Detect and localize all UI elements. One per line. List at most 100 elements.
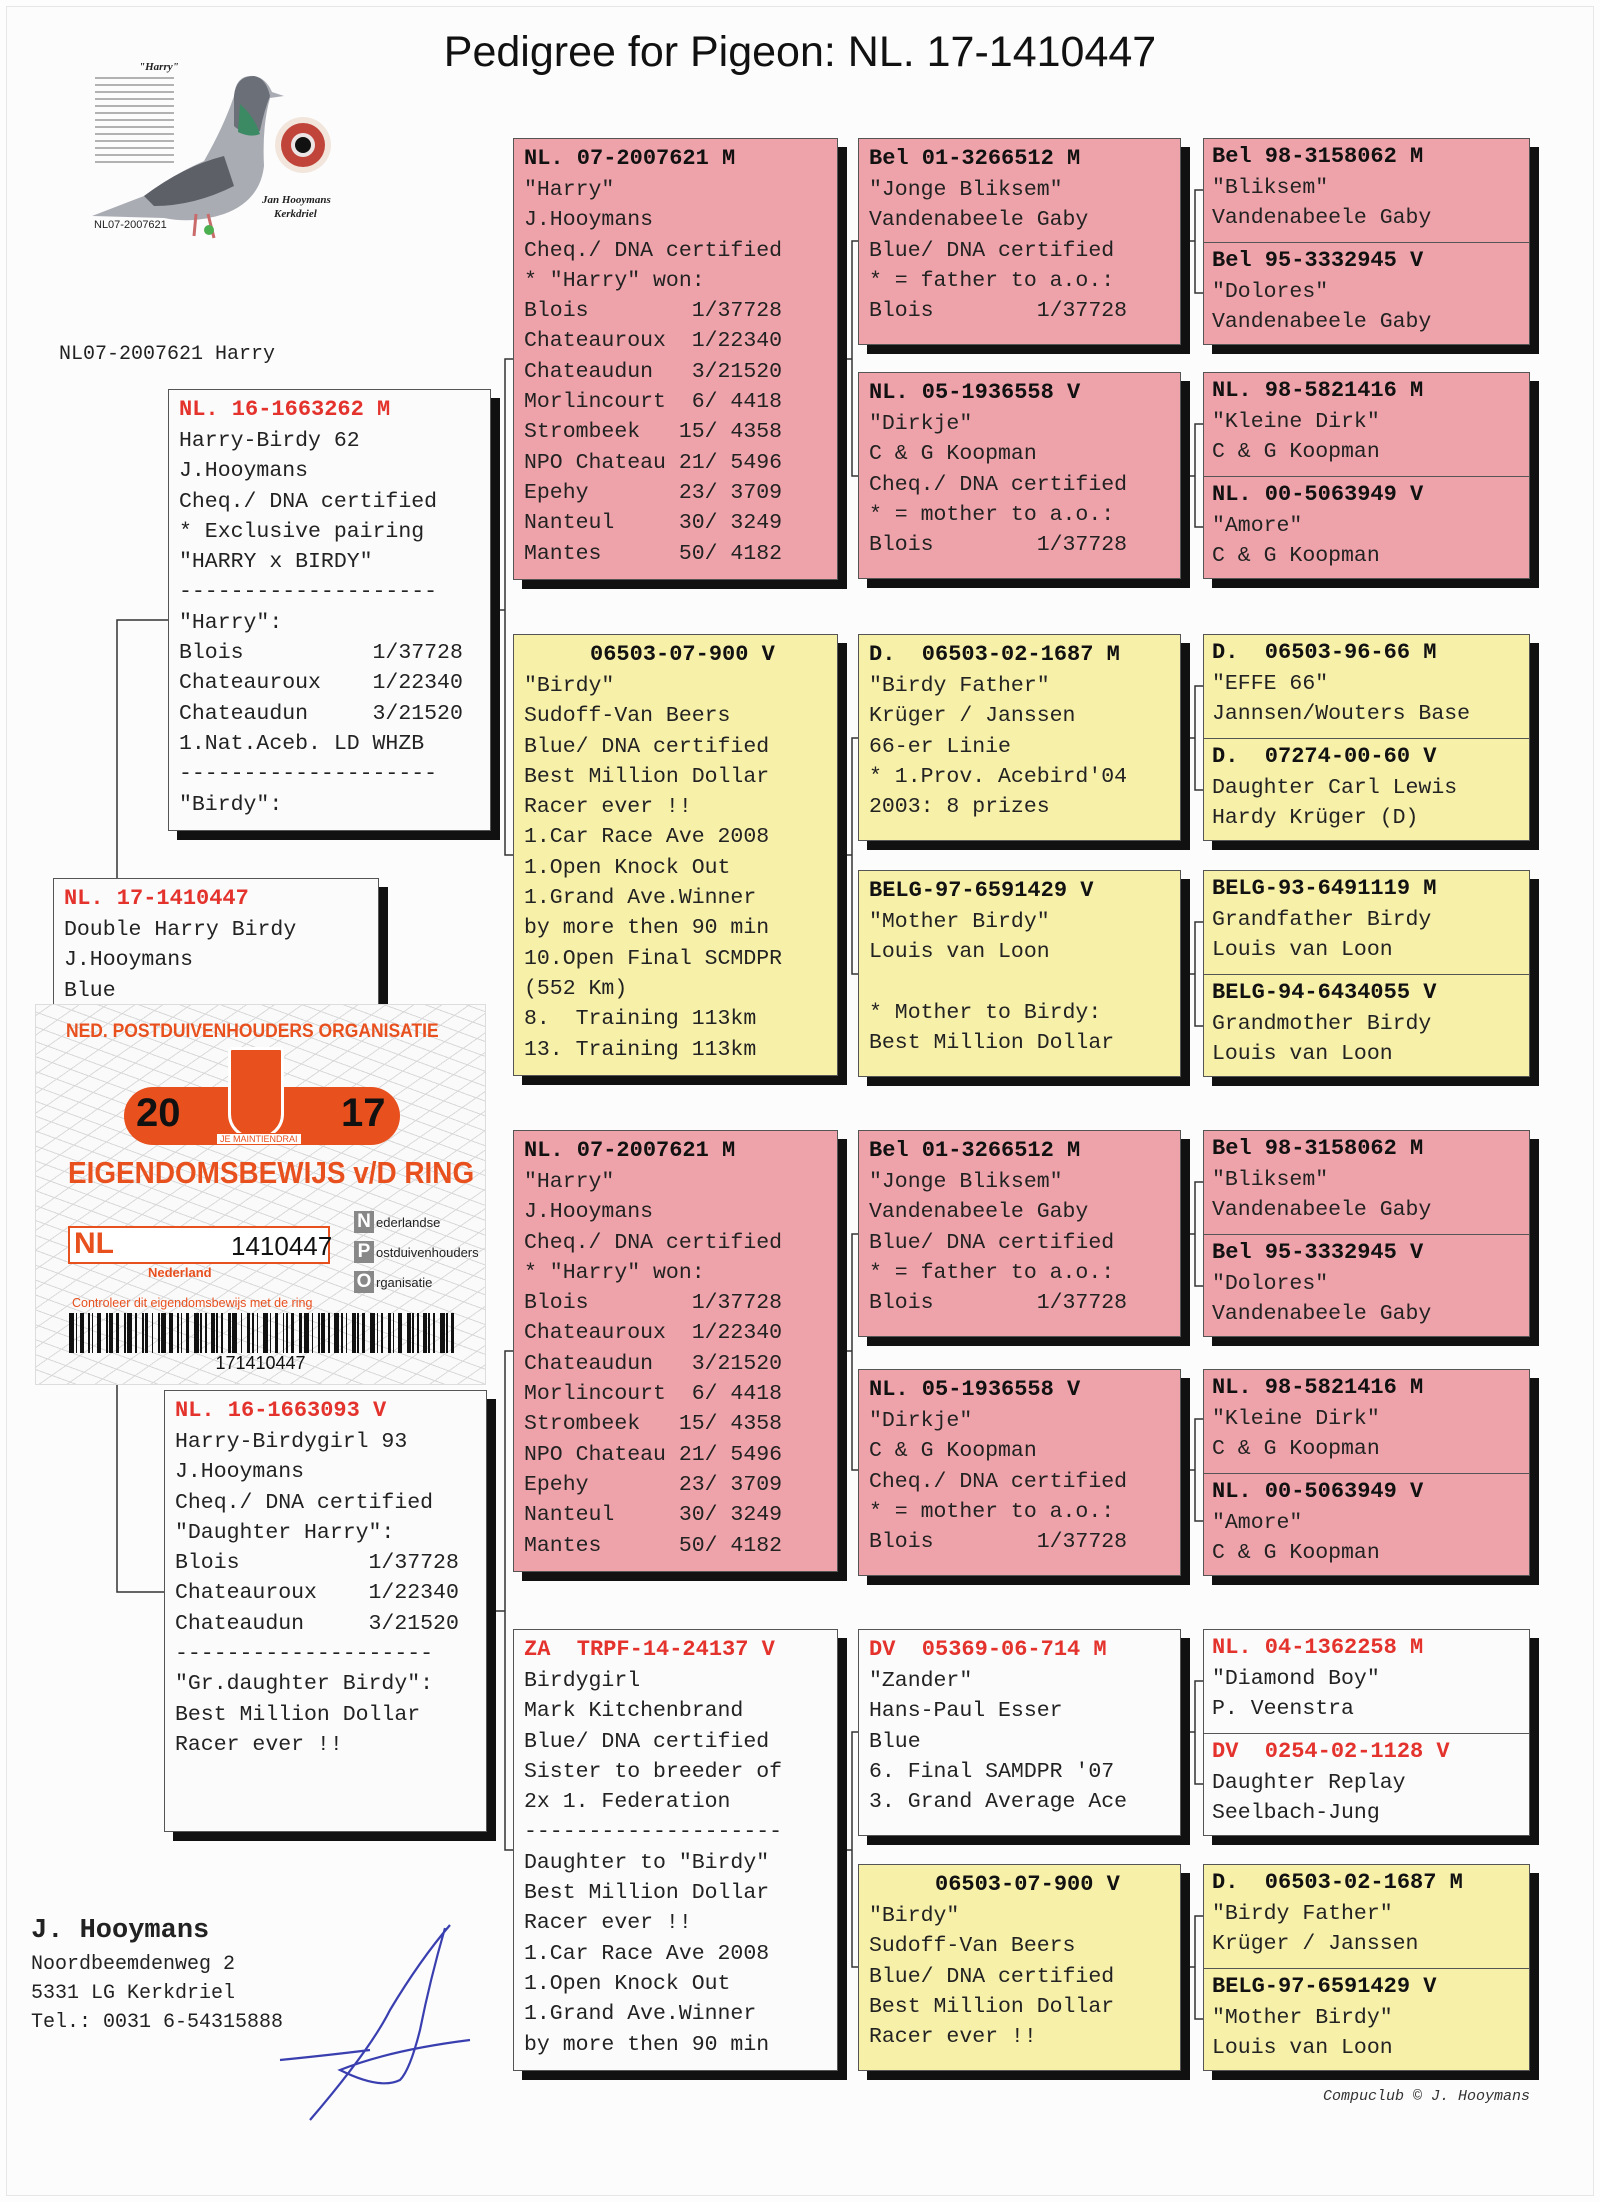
pedigree-line: * = father to a.o.:	[869, 1260, 1115, 1285]
barcode-bar	[91, 1313, 94, 1353]
photo-place: Kerkdriel	[273, 208, 318, 220]
pedigree-line: Blue/ DNA certified	[869, 1964, 1115, 1989]
pedigree-line: Blois 1/37728	[869, 1530, 1128, 1555]
barcode-bar	[251, 1313, 254, 1353]
pedigree-line: J.Hooymans	[175, 1460, 305, 1485]
barcode-bar	[161, 1313, 167, 1353]
pedigree-line: "Kleine Dirk"	[1212, 410, 1380, 434]
barcode-bar	[303, 1313, 309, 1353]
pedigree-line: "Dirkje"	[869, 412, 973, 436]
barcode-bar	[109, 1313, 113, 1353]
pigeon-card-pair: NL. 98-5821416 M"Kleine Dirk"C & G Koopm…	[1203, 372, 1530, 579]
pedigree-line: Blois 1/37728	[869, 533, 1128, 558]
npo-letter: N	[354, 1211, 374, 1233]
pigeon-card-great-grandparent: Bel 01-3266512 M"Jonge Bliksem"Vandenabe…	[858, 1130, 1181, 1337]
ring-number: NL. 05-1936558 V	[869, 1377, 1081, 1402]
pedigree-line	[869, 968, 1172, 998]
photo-owner: Jan Hooymans	[261, 194, 331, 206]
barcode-bar	[318, 1313, 320, 1353]
pedigree-line: "Dirkje"	[869, 1409, 973, 1433]
pedigree-line: Louis van Loon	[1212, 938, 1393, 963]
pedigree-line: Blois 1/37728	[524, 299, 783, 324]
barcode-bar	[397, 1313, 403, 1353]
pedigree-line: Cheq./ DNA certified	[175, 1490, 434, 1515]
pedigree-line: "Birdy"	[524, 674, 615, 698]
pedigree-line: "Bliksem"	[1212, 1168, 1329, 1192]
ring-number: Bel 98-3158062 M	[1212, 144, 1424, 169]
pigeon-entry-dam: NL. 00-5063949 V"Amore"C & G Koopman	[1204, 476, 1529, 578]
pedigree-line: Krüger / Janssen	[1212, 1932, 1419, 1957]
barcode-bar	[392, 1313, 395, 1353]
pedigree-line: Chateaudun 3/21520	[524, 359, 783, 384]
pigeon-entry-sire: NL. 98-5821416 M"Kleine Dirk"C & G Koopm…	[1204, 1370, 1529, 1473]
pedigree-line: 1.Open Knock Out	[524, 855, 731, 880]
barcode-bar	[423, 1313, 427, 1353]
pedigree-line: Grandfather Birdy	[1212, 908, 1432, 932]
barcode-bar	[340, 1313, 343, 1353]
ring-number-box	[68, 1226, 330, 1264]
pedigree-line: "Gr.daughter Birdy":	[175, 1672, 434, 1697]
pedigree-line: * = mother to a.o.:	[869, 1499, 1115, 1524]
pigeon-card-great-grandparent: DV 05369-06-714 M"Zander"Hans-Paul Esser…	[858, 1629, 1181, 1836]
pedigree-line: Cheq./ DNA certified	[179, 489, 438, 514]
barcode-bar	[177, 1313, 180, 1353]
barcode-bar	[285, 1313, 288, 1353]
barcode	[69, 1313, 459, 1353]
barcode-bar	[80, 1313, 84, 1353]
barcode-bar	[115, 1313, 120, 1353]
pedigree-line: Epehy 23/ 3709	[524, 1472, 783, 1497]
pedigree-line: C & G Koopman	[869, 1439, 1037, 1464]
pigeon-entry-dam: BELG-97-6591429 V"Mother Birdy"Louis van…	[1204, 1968, 1529, 2070]
pedigree-line: Mark Kitchenbrand	[524, 1699, 744, 1724]
pedigree-line: Cheq./ DNA certified	[869, 472, 1128, 497]
pedigree-line: "HARRY x BIRDY"	[179, 550, 373, 575]
pedigree-line: Chateaudun 3/21520	[524, 1351, 783, 1376]
pedigree-line: Blois 1/37728	[524, 1291, 783, 1316]
pedigree-line: "Dolores"	[1212, 280, 1329, 304]
barcode-bar	[357, 1313, 359, 1353]
year-left: 20	[136, 1091, 181, 1135]
pedigree-line: Blue	[64, 978, 116, 1003]
barcode-bar	[151, 1313, 154, 1353]
barcode-bar	[185, 1313, 189, 1353]
barcode-bar	[352, 1313, 356, 1353]
pedigree-line: * = mother to a.o.:	[869, 502, 1115, 527]
barcode-bar	[247, 1313, 251, 1353]
pedigree-line: 1.Car Race Ave 2008	[524, 825, 770, 850]
barcode-bar	[263, 1313, 269, 1353]
photo-caption: "Harry"	[139, 61, 179, 73]
ring-number: NL. 00-5063949 V	[1212, 482, 1424, 507]
ring-number: 06503-07-900 V	[590, 642, 775, 667]
pedigree-line: Jannsen/Wouters Base	[1212, 702, 1471, 727]
certificate-ring-number: 1410447	[231, 1231, 333, 1261]
pedigree-line: Blue/ DNA certified	[524, 734, 770, 759]
pedigree-line: Morlincourt 6/ 4418	[524, 390, 783, 415]
pedigree-line: * Exclusive pairing	[179, 519, 425, 544]
pedigree-line: Sister to breeder of	[524, 1759, 783, 1784]
pedigree-line: --------------------	[175, 1642, 434, 1667]
barcode-bar	[106, 1313, 108, 1353]
pedigree-line: Harry-Birdy 62	[179, 429, 360, 453]
pedigree-line: Morlincourt 6/ 4418	[524, 1382, 783, 1407]
npo-word: rganisatie	[376, 1275, 433, 1290]
pedigree-line: C & G Koopman	[1212, 544, 1380, 569]
ring-number: NL. 98-5821416 M	[1212, 1375, 1424, 1400]
npo-letter: P	[354, 1241, 374, 1263]
pedigree-line: Grandmother Birdy	[1212, 1012, 1432, 1036]
pedigree-line: "Kleine Dirk"	[1212, 1407, 1380, 1431]
pigeon-card-pair: Bel 98-3158062 M"Bliksem"Vandenabeele Ga…	[1203, 138, 1530, 345]
barcode-bar	[416, 1313, 419, 1353]
barcode-bar	[141, 1313, 144, 1353]
pigeon-entry-sire: Bel 98-3158062 M"Bliksem"Vandenabeele Ga…	[1204, 1131, 1529, 1234]
pedigree-line: P. Veenstra	[1212, 1697, 1354, 1722]
pedigree-line: "Dolores"	[1212, 1272, 1329, 1296]
pedigree-line: Louis van Loon	[869, 940, 1050, 965]
pedigree-line: Vandenabeele Gaby	[869, 208, 1089, 233]
pedigree-line: Cheq./ DNA certified	[869, 1469, 1128, 1494]
barcode-bar	[193, 1313, 199, 1353]
